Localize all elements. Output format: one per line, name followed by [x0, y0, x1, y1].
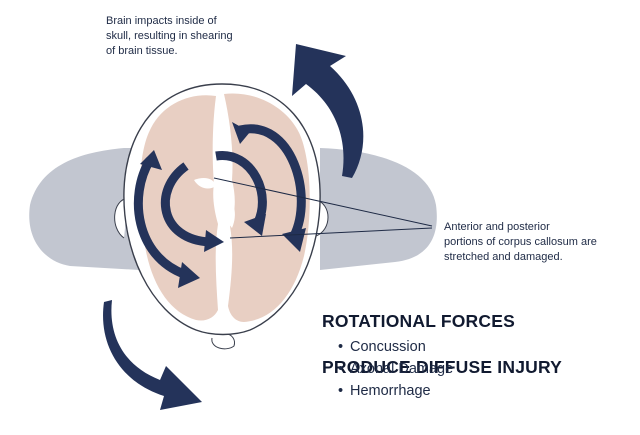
inner-arrowhead-3 — [244, 214, 266, 236]
list-item: • Concussion — [338, 336, 453, 358]
bullet-icon: • — [338, 361, 344, 377]
nose — [211, 333, 235, 350]
inner-arrow-left-outer — [133, 157, 186, 279]
inner-arrowhead-1 — [178, 262, 200, 288]
outer-arrow-bottom — [103, 300, 202, 410]
injury-list: • Concussion • Axonal Damage • Hemorrhage — [338, 336, 453, 402]
headline-line-1: ROTATIONAL FORCES — [322, 311, 515, 331]
bullet-icon: • — [338, 339, 344, 355]
headline-line-2: PRODUCE DIFFUSE INJURY — [322, 357, 563, 377]
inner-arrow-right-outer — [238, 124, 306, 239]
inner-arrow-left-inner — [160, 162, 211, 247]
inner-arrowhead-4 — [282, 228, 306, 252]
outer-arrow-top — [292, 44, 364, 178]
inner-arrowhead-2 — [204, 230, 224, 252]
leader-line-posterior — [229, 227, 433, 239]
inner-arrowhead-6 — [140, 150, 162, 170]
injury-label: Hemorrhage — [350, 383, 431, 399]
central-fissure — [213, 95, 226, 319]
inner-arrow-center — [215, 151, 267, 229]
ventricle-left — [194, 178, 216, 189]
bullet-icon: • — [338, 383, 344, 399]
ventricle-right — [225, 196, 235, 228]
list-item: • Hemorrhage — [338, 380, 453, 402]
skull-impact-annotation: Brain impacts inside of skull, resulting… — [106, 15, 233, 57]
injury-label: Axonal Damage — [350, 361, 454, 377]
list-item: • Axonal Damage — [338, 358, 453, 380]
headline: ROTATIONAL FORCES PRODUCE DIFFUSE INJURY — [322, 287, 622, 402]
corpus-callosum-annotation: Anterior and posterior portions of corpu… — [444, 221, 597, 263]
injury-label: Concussion — [350, 339, 426, 355]
leader-line-anterior — [213, 177, 433, 227]
inner-arrowhead-5 — [232, 122, 250, 144]
